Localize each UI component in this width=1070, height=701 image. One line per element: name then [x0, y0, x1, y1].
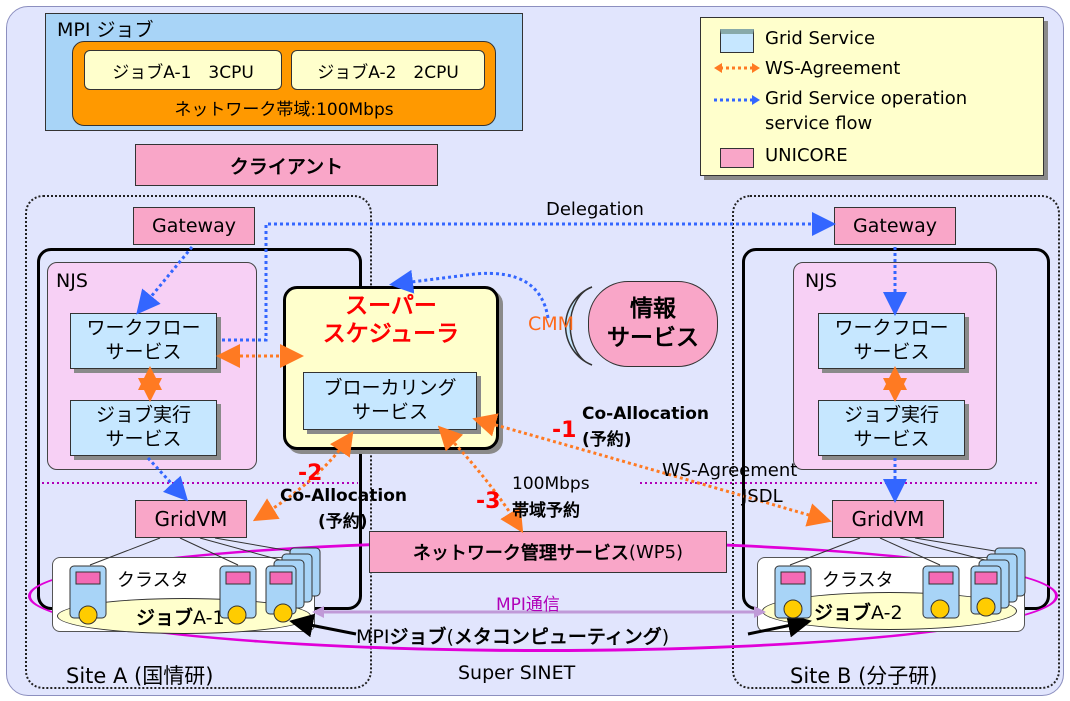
site-a-cluster-nodes — [69, 537, 321, 625]
co-allocation-2-arrow — [252, 431, 354, 522]
site-a-jobexec-line2: サービス — [105, 428, 182, 450]
site-b-jobexec-line1: ジョブ実行 — [843, 404, 939, 427]
mpi-meta-label: MPIジョブ(メタコンピューティング) — [356, 622, 669, 649]
co-alloc-2-num: -2 — [298, 461, 323, 486]
site-b-label: Site B (分子研) — [790, 664, 938, 688]
site-b-workflow-line2: サービス — [853, 341, 930, 363]
delegation-label: Delegation — [546, 199, 644, 220]
site-a-gateway-to-workflow — [136, 246, 194, 315]
delegation-arrow — [222, 212, 836, 342]
mpi-job-title: MPI ジョブ — [57, 19, 154, 41]
site-b-cluster-nodes — [774, 537, 1026, 619]
cmm-label: CMM — [528, 313, 575, 335]
ws-agreement-label: WS-Agreement — [662, 460, 798, 481]
client-box: クライアント — [135, 144, 438, 186]
legend-box — [700, 17, 1044, 176]
bw-reserve-line2: 帯域予約 — [512, 501, 580, 521]
site-a-cluster-label: クラスタ — [117, 570, 189, 591]
co-alloc-2-line2: (予約) — [318, 512, 368, 532]
network-mgmt-suffix: (WP5) — [628, 541, 684, 563]
site-a-gateway: Gateway — [133, 207, 255, 245]
site-b-jobexec-service: ジョブ実行 サービス — [818, 400, 965, 456]
legend-unicore: UNICORE — [765, 145, 848, 166]
cmm-crescent-icon — [564, 286, 593, 366]
site-b-workflow-service: ワークフロー サービス — [818, 313, 965, 369]
site-b-jobexec-line2: サービス — [853, 428, 930, 450]
network-bandwidth-label: ネットワーク帯域:100Mbps — [174, 99, 394, 120]
site-a-workflow-service: ワークフロー サービス — [70, 313, 217, 369]
mpi-meta-job: ジョブ — [389, 626, 447, 648]
info-service-line2: サービス — [607, 325, 699, 351]
brokering-line1: ブローカリング — [323, 377, 457, 400]
cmm-to-scheduler-arrow — [389, 269, 550, 319]
bandwidth-reserve-arrow — [437, 425, 524, 534]
meta-arrow-right — [747, 613, 812, 638]
network-mgmt-main: ネットワーク管理サービス — [412, 543, 629, 564]
jsdl-label: JSDL — [742, 486, 783, 507]
job-a2-chip: ジョブA-2 2CPU — [291, 50, 485, 90]
co-alloc-2-line1: Co-Allocation — [280, 486, 407, 506]
site-b-job-label: ジョブA-2 — [814, 598, 903, 625]
unicore-legend-swatch — [720, 148, 754, 168]
site-b-njs-label: NJS — [805, 270, 837, 292]
operation-flow-legend-arrow-icon — [714, 95, 760, 105]
ws-agreement-legend-arrow-icon — [714, 63, 760, 73]
meta-arrow-left — [289, 613, 357, 638]
site-b-gridvm: GridVM — [832, 500, 944, 538]
super-scheduler-line1: スーパー — [345, 293, 437, 320]
site-a-njs-label: NJS — [56, 270, 88, 292]
site-a-job-id: A-1 — [193, 607, 225, 629]
super-sinet-label: Super SINET — [458, 662, 576, 684]
mpi-meta-open: ( — [446, 626, 454, 648]
mpi-comm-arrowhead-left — [312, 606, 324, 618]
site-a-workflow-line1: ワークフロー — [86, 317, 201, 340]
site-b-cluster-label: クラスタ — [822, 570, 894, 591]
legend-operation-flow-line2: service flow — [765, 113, 873, 134]
super-scheduler-title: スーパー スケジューラ — [283, 290, 499, 352]
mpi-comm-label: MPI通信 — [496, 595, 560, 615]
site-a-gridvm: GridVM — [135, 500, 247, 538]
job-a1-chip: ジョブA-1 3CPU — [84, 50, 282, 90]
mpi-comm-arrowhead-right — [754, 606, 766, 618]
co-allocation-1-arrow — [472, 413, 832, 527]
site-b-job-id: A-2 — [871, 602, 903, 624]
legend-grid-service: Grid Service — [765, 28, 876, 49]
bw-reserve-num: -3 — [476, 489, 501, 514]
bw-reserve-line1: 100Mbps — [512, 474, 590, 494]
site-a-label: Site A (国情研) — [66, 664, 214, 688]
co-alloc-1-num: -1 — [552, 418, 577, 443]
site-a-job-bold: ジョブ — [136, 607, 194, 629]
site-a-workflow-line2: サービス — [105, 341, 182, 363]
mpi-meta-prefix: MPI — [356, 626, 390, 648]
mpi-meta-meta: メタコンピューティング — [453, 626, 662, 648]
info-service-line1: 情報 — [630, 296, 676, 323]
site-a-job-label: ジョブA-1 — [136, 603, 225, 630]
site-a-jobexec-to-gridvm — [146, 456, 189, 502]
info-service-box: 情報 サービス — [588, 281, 718, 367]
legend-ws-agreement: WS-Agreement — [765, 58, 901, 79]
co-alloc-1-line1: Co-Allocation — [582, 404, 709, 424]
site-b-job-bold: ジョブ — [814, 602, 872, 624]
site-b-workflow-line1: ワークフロー — [834, 317, 949, 340]
network-mgmt-box: ネットワーク管理サービス(WP5) — [369, 531, 727, 573]
brokering-service: ブローカリング サービス — [303, 372, 477, 430]
super-scheduler-line2: スケジューラ — [322, 321, 460, 347]
legend-operation-flow-line1: Grid Service operation — [765, 88, 968, 109]
site-b-gateway: Gateway — [834, 207, 956, 245]
co-alloc-1-line2: (予約) — [582, 430, 632, 450]
brokering-line2: サービス — [351, 401, 428, 423]
grid-service-legend-icon — [720, 29, 754, 53]
site-a-jobexec-line1: ジョブ実行 — [95, 404, 191, 427]
mpi-meta-close: ) — [661, 626, 670, 648]
